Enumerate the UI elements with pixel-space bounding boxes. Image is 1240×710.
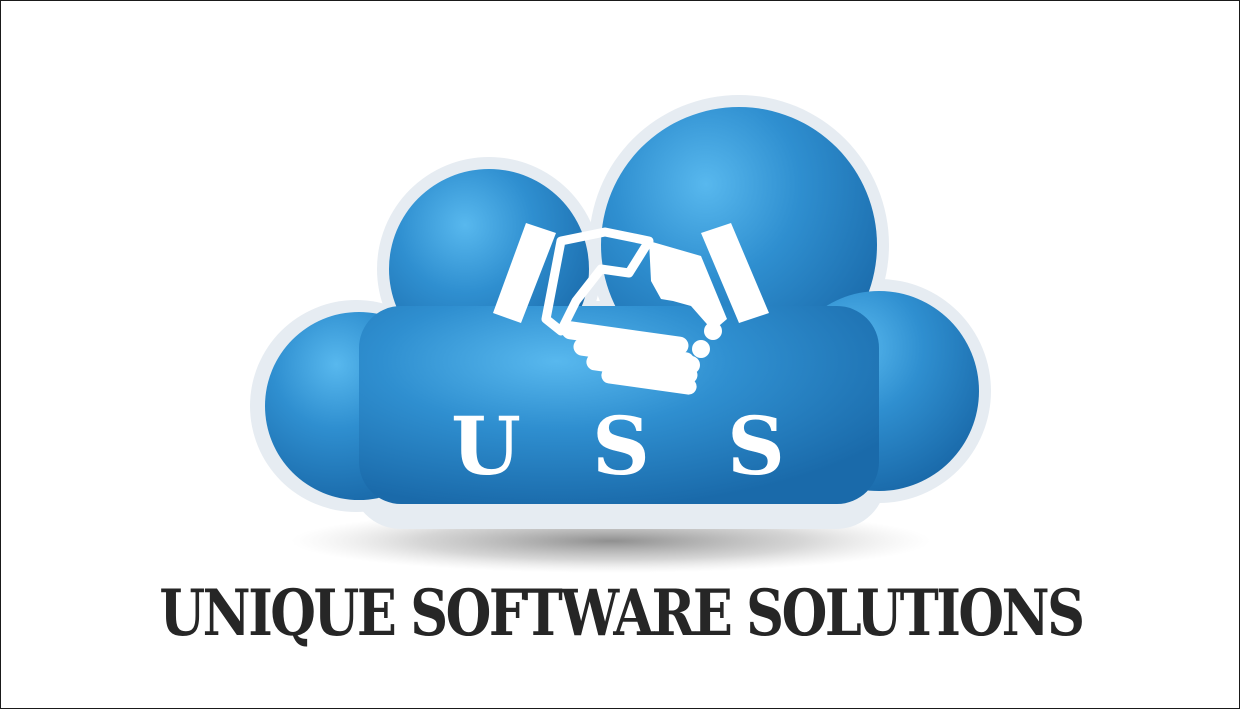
monogram-letter-s1: S xyxy=(592,399,650,493)
handshake-icon xyxy=(493,223,769,395)
monogram-letter-s2: S xyxy=(727,399,785,493)
monogram: U S S xyxy=(441,396,801,496)
monogram-letter-u: U xyxy=(451,399,521,493)
company-name: UNIQUE SOFTWARE SOLUTIONS xyxy=(159,576,1085,651)
cloud-body xyxy=(265,107,979,504)
